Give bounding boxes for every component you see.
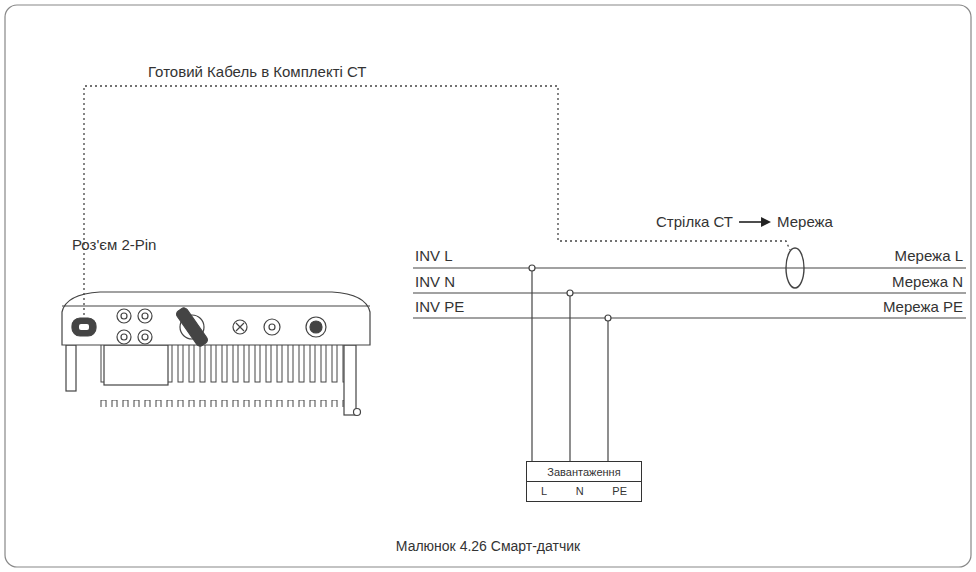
box-title: Завантаження bbox=[527, 462, 641, 482]
connector-label: Роз'єм 2-Pin bbox=[72, 236, 156, 253]
wire-label: INV PE bbox=[415, 298, 464, 315]
ct-clamp bbox=[786, 248, 804, 288]
load-box: ЗавантаженняL N PE bbox=[526, 461, 642, 502]
terminal-label: L bbox=[541, 484, 547, 498]
inverter bbox=[62, 292, 370, 416]
ac-wires bbox=[413, 265, 966, 461]
terminal-label: N bbox=[576, 484, 584, 498]
frame bbox=[5, 5, 971, 567]
wire-label: INV N bbox=[415, 273, 455, 290]
wire-label: Мережа N bbox=[892, 273, 963, 290]
wire-label: Мережа L bbox=[895, 247, 963, 264]
grid-label: Мережа bbox=[777, 213, 833, 230]
terminal-label: PE bbox=[612, 484, 627, 498]
ct-cable bbox=[84, 86, 790, 320]
wire-label: INV L bbox=[415, 247, 453, 264]
ct-arrow-label: Стрілка СТ bbox=[656, 213, 733, 230]
cable-label: Готовий Кабель в Комплекті СТ bbox=[148, 63, 367, 80]
direction-arrow bbox=[739, 217, 771, 227]
wire-label: Мережа PE bbox=[883, 298, 963, 315]
figure-caption: Малюнок 4.26 Смарт-датчик bbox=[0, 538, 976, 555]
